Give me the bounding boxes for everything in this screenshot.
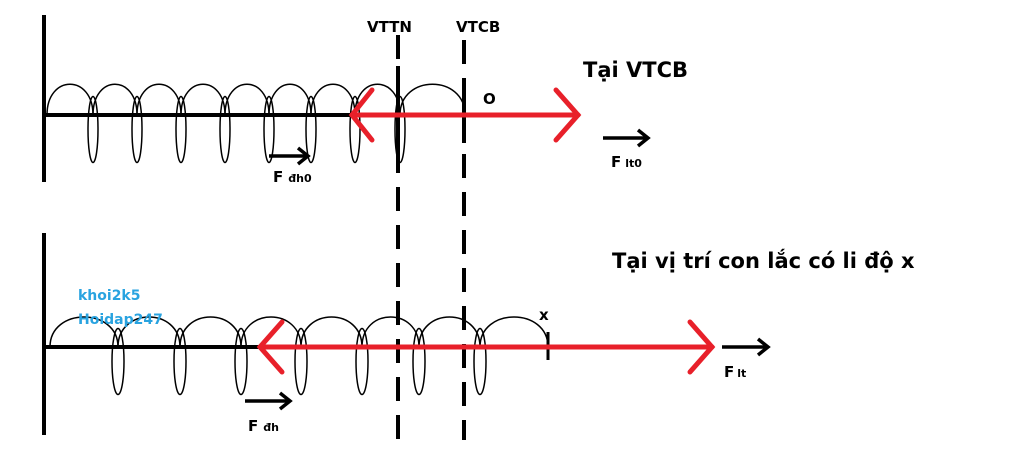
bottom-panel-title: Tại vị trí con lắc có li độ x	[612, 248, 915, 273]
spring-coil-loop	[349, 95, 361, 164]
top-red-double-arrow	[348, 87, 582, 143]
spring-coil-arch	[136, 83, 182, 116]
spring-coil-loop	[305, 95, 317, 164]
inertia-force-arrow-top	[603, 128, 651, 148]
bottom-spring	[49, 316, 549, 396]
spring-coil-loop	[294, 327, 308, 396]
spring-coil-loop	[473, 327, 487, 396]
vttn-label: VTTN	[367, 18, 412, 36]
inertia-force-arrow-bottom	[722, 337, 771, 357]
vtcb-label: VTCB	[456, 18, 500, 36]
spring-coil-arch	[224, 83, 270, 116]
spring-coil-arch	[479, 316, 549, 348]
spring-coil-arch	[92, 83, 138, 116]
spring-coil-loop	[175, 95, 187, 164]
spring-coil-arch	[117, 316, 181, 348]
spring-coil-arch	[361, 316, 420, 348]
spring-coil-loop	[111, 327, 125, 396]
watermark-line1: khoi2k5	[78, 288, 141, 304]
elastic-force-arrow-top	[269, 146, 311, 166]
bottom-red-double-arrow	[256, 319, 716, 375]
spring-coil-loop	[173, 327, 187, 396]
spring-coil-loop	[87, 95, 99, 164]
spring-coil-arch	[418, 316, 481, 348]
spring-coil-loop	[234, 327, 248, 396]
elastic-force-arrow-bottom	[245, 391, 293, 411]
watermark-line2: Hoidap247	[78, 312, 163, 328]
spring-coil-arch	[310, 83, 356, 116]
spring-coil-arch	[399, 83, 466, 116]
origin-label: O	[483, 90, 496, 108]
spring-coil-loop	[263, 95, 275, 164]
spring-coil-arch	[240, 316, 302, 348]
spring-coil-arch	[49, 316, 119, 348]
spring-coil-loop	[355, 327, 369, 396]
spring-coil-arch	[46, 83, 94, 116]
spring-coil-arch	[300, 316, 363, 348]
x-label: x	[539, 306, 549, 324]
top-spring	[46, 83, 466, 164]
spring-coil-loop	[412, 327, 426, 396]
spring-coil-arch	[268, 83, 312, 116]
spring-coil-arch	[180, 83, 226, 116]
spring-coil-loop	[219, 95, 231, 164]
spring-coil-loop	[131, 95, 143, 164]
top-panel-title: Tại VTCB	[583, 58, 688, 82]
spring-coil-arch	[179, 316, 242, 348]
